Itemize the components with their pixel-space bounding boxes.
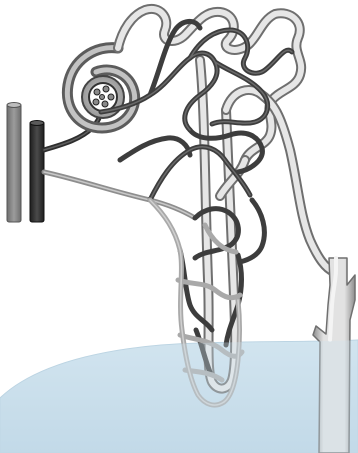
distal-convoluted-tubule — [220, 90, 334, 272]
renal-corpuscle — [67, 48, 134, 128]
glomerulus-icon — [89, 83, 117, 111]
medulla-overlay — [0, 340, 358, 453]
renal-vessels — [7, 103, 44, 223]
renal-artery-vessel — [7, 104, 21, 222]
